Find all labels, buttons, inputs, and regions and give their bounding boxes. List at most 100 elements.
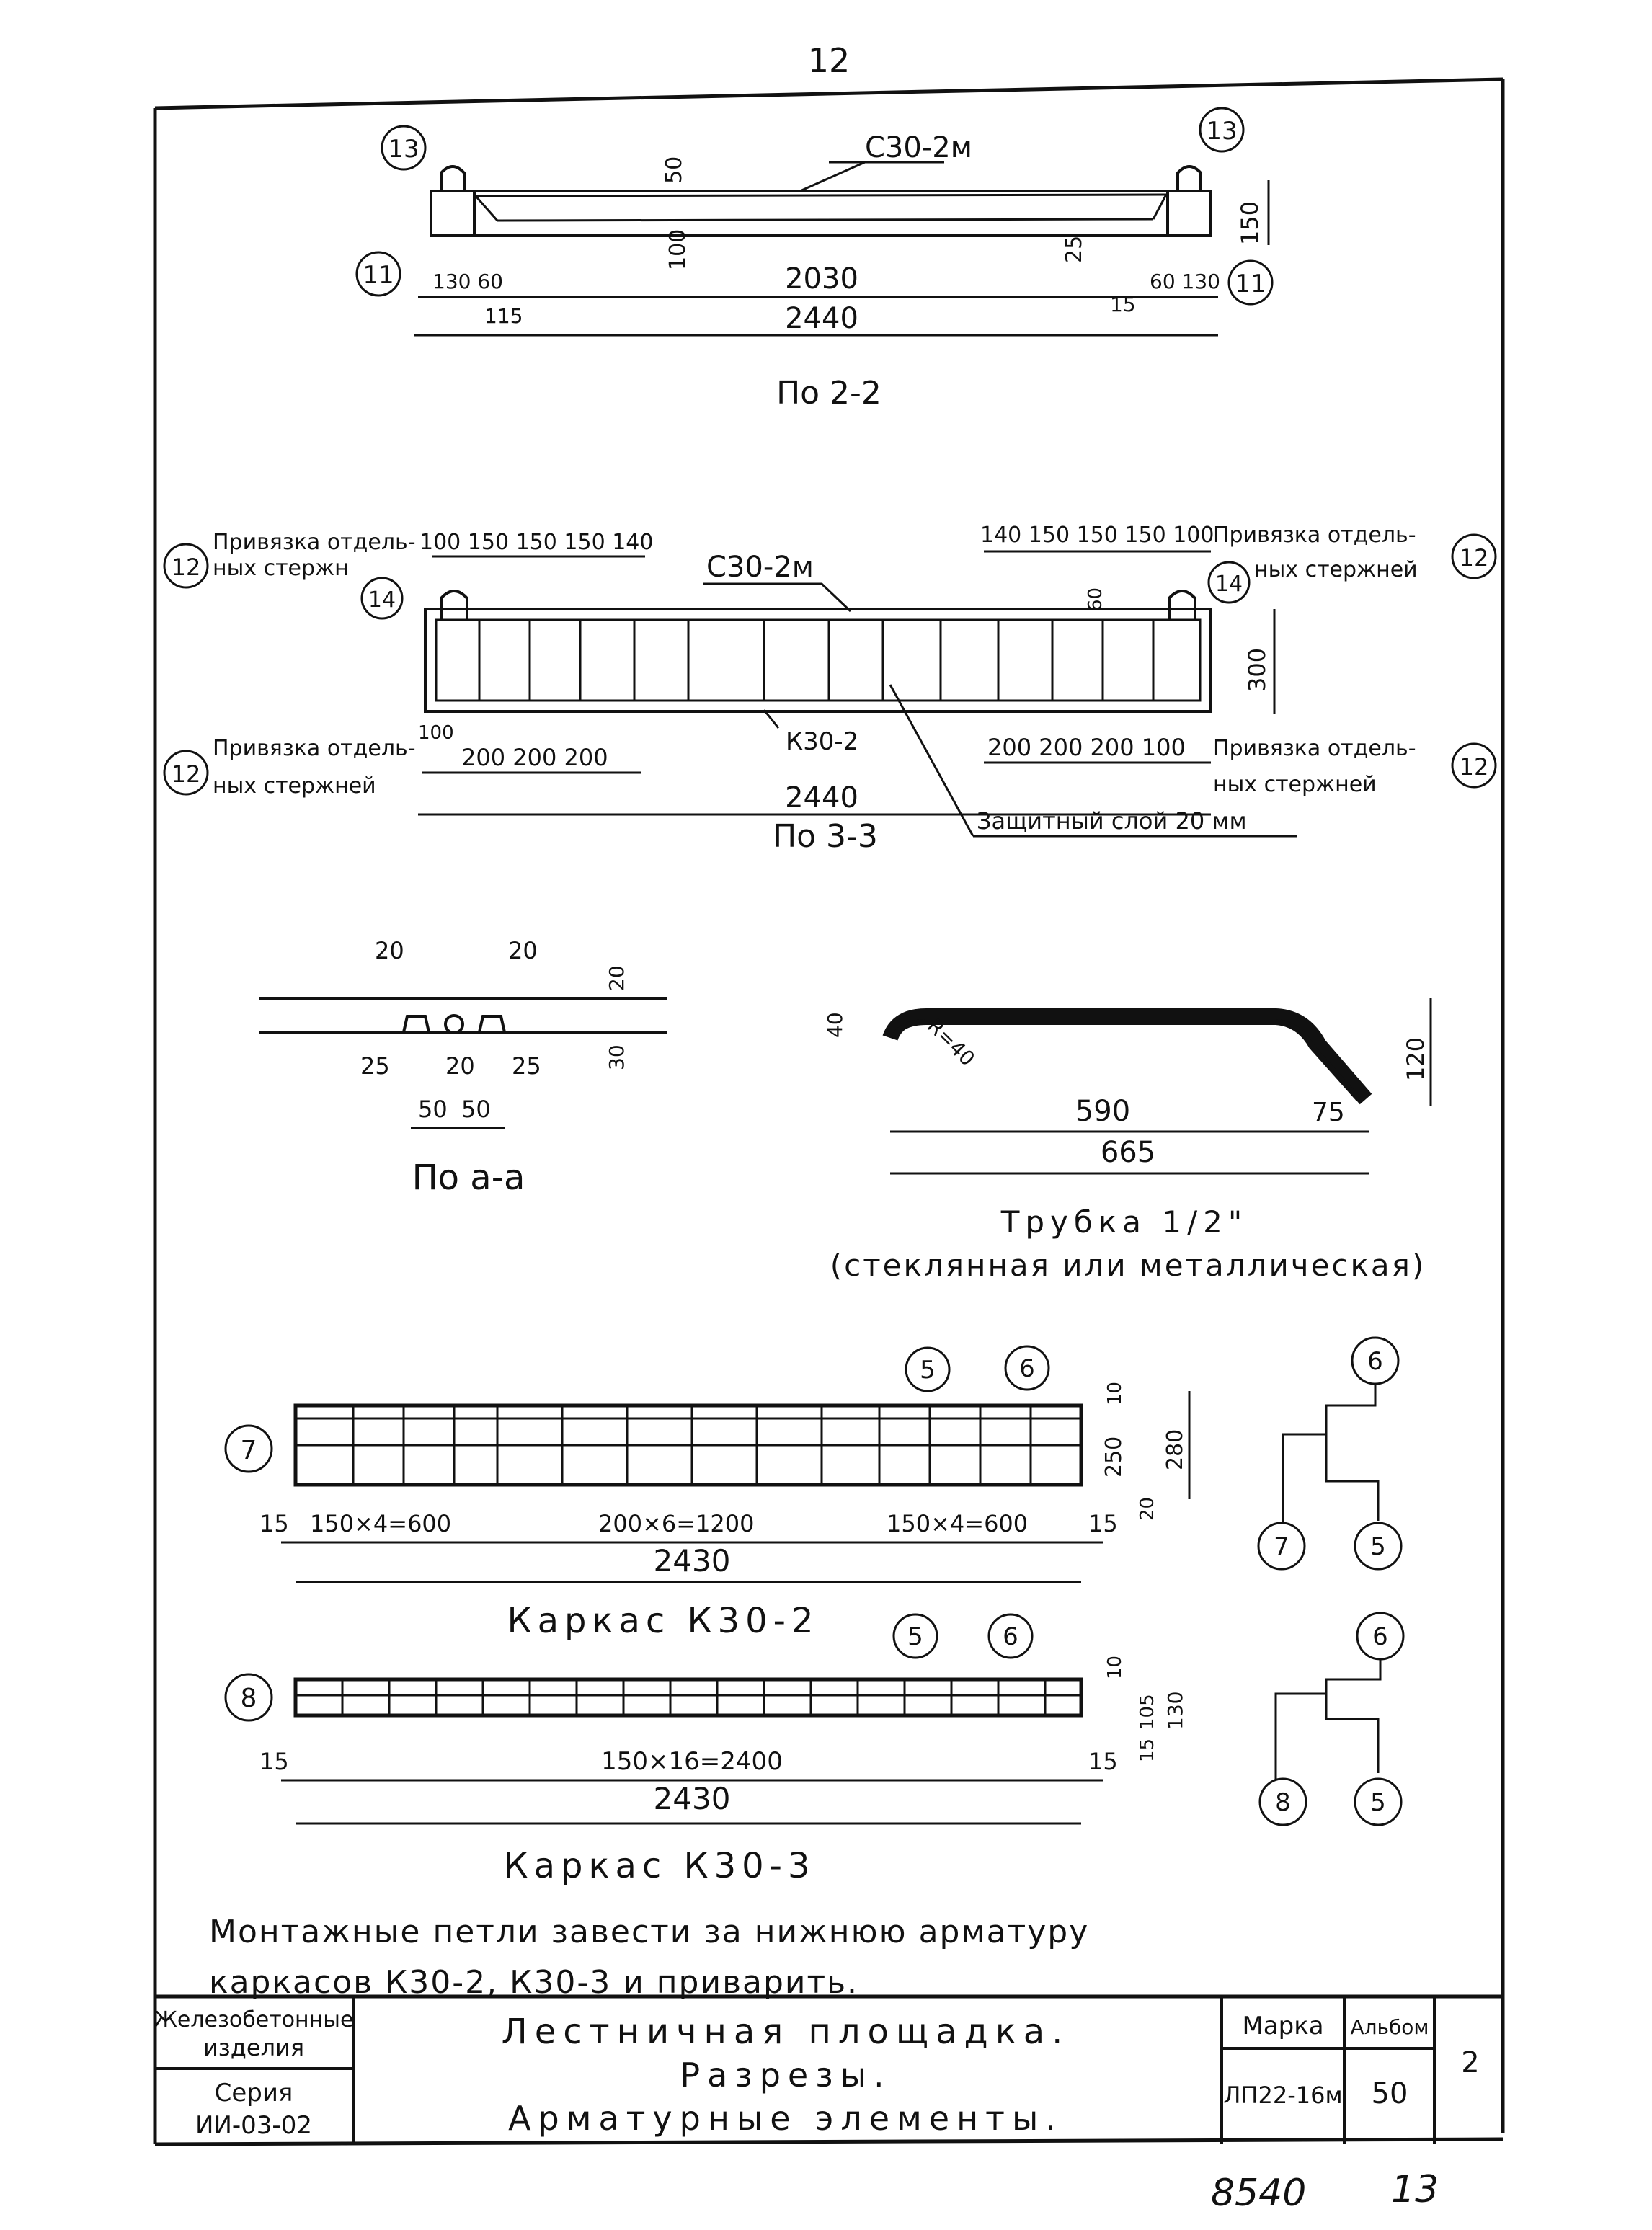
callout-12-tl — [163, 543, 209, 589]
node-callout-5-label: 5 — [1370, 1532, 1386, 1561]
callout-11-left — [355, 251, 401, 297]
callout-11-right — [1227, 259, 1274, 306]
dim-15-a: 15 — [259, 1748, 289, 1775]
dim-30-right: 30 — [605, 1044, 629, 1070]
dim-150: 150 — [1236, 201, 1264, 245]
dim-25-b: 25 — [512, 1052, 541, 1080]
binding-tr-line2: ных стержней — [1254, 557, 1418, 582]
bar-right — [478, 1015, 506, 1033]
dim-130: 130 — [1163, 1692, 1187, 1730]
cover-leader — [889, 684, 974, 837]
section-3-3-title: По 3-3 — [773, 818, 878, 855]
section-2-2-title: По 2-2 — [776, 375, 881, 412]
slab-outline — [430, 190, 1212, 237]
node-callout-5-label: 5 — [1370, 1788, 1386, 1817]
frame-mark-leader — [820, 582, 852, 613]
dim-250: 250 — [1101, 1436, 1127, 1478]
stirrups — [478, 620, 1155, 701]
dim-665: 665 — [1101, 1136, 1155, 1169]
right-loop — [1168, 590, 1196, 620]
node-callout-8-label: 8 — [1275, 1788, 1291, 1817]
callout-5-k303 — [892, 1613, 938, 1659]
dim-20: 20 — [1137, 1497, 1158, 1521]
tube-title-line2: (стеклянная или металлическая) — [830, 1248, 1426, 1283]
dim-60: 60 — [1085, 587, 1106, 611]
dim-15-b: 15 — [1088, 1748, 1118, 1775]
left-support-block — [430, 190, 476, 237]
bar-middle — [444, 1014, 464, 1034]
frame-k30-3-rungs — [341, 1679, 1047, 1715]
callout-6-k302 — [1004, 1345, 1050, 1391]
callout-12-bl-label: 12 — [172, 760, 201, 788]
callout-12-bl — [163, 750, 209, 796]
dim-105: 105 — [1137, 1694, 1158, 1730]
tb-title-line3: Арматурные элементы. — [508, 2099, 1063, 2138]
left-lifting-loop — [440, 165, 466, 191]
dim-20-a: 20 — [375, 937, 404, 964]
right-lifting-loop — [1176, 165, 1202, 191]
frame-k30-3-title: Каркас К30-3 — [503, 1846, 815, 1886]
bar-left — [402, 1015, 430, 1033]
tb-left-top-line2: изделия — [203, 2034, 304, 2061]
node-k303: 6 8 5 — [1258, 1612, 1405, 1826]
tb-bottom-line — [154, 2137, 1504, 2146]
callout-8-label: 8 — [241, 1684, 257, 1713]
binding-tl-line2: ных стержн — [213, 556, 349, 581]
dim-2440: 2440 — [785, 781, 858, 814]
node-sketch — [1282, 1384, 1380, 1524]
tube-inner — [891, 1019, 1361, 1101]
tb-album-value: 50 — [1372, 2077, 1408, 2110]
dim-100: 100 — [665, 229, 690, 270]
node-callout-5 — [1354, 1522, 1403, 1571]
section-a-a: 20 20 20 30 25 20 25 50 50 По а-а — [259, 937, 667, 1198]
node-callout-8 — [1258, 1777, 1307, 1826]
dim-seg: 150×16=2400 — [601, 1747, 783, 1776]
frame-top-border — [154, 77, 1504, 110]
right-bend — [1152, 194, 1168, 220]
dim-seg2: 200×6=1200 — [598, 1510, 755, 1537]
dim-130-60: 130 60 — [432, 270, 503, 293]
binding-bl-line2: ных стержней — [213, 773, 376, 799]
right-support-block — [1166, 190, 1212, 237]
callout-14-right — [1207, 561, 1251, 604]
dim-100-left: 100 — [418, 722, 454, 744]
callout-5-k302-label: 5 — [920, 1356, 936, 1385]
bottom-reinforcement — [497, 218, 1154, 222]
dims-top-left: 100 150 150 150 140 — [419, 530, 653, 555]
sheet-number: 12 — [808, 41, 851, 80]
frame2-leader — [763, 709, 780, 729]
dim-15-b: 15 — [1088, 1510, 1118, 1537]
dims-bottom-right: 200 200 200 100 — [987, 734, 1186, 761]
callout-13-right-label: 13 — [1206, 117, 1237, 146]
callout-8 — [224, 1673, 273, 1722]
frame-k30-3-outline — [293, 1677, 1083, 1718]
handwritten-number-left: 8540 — [1211, 2172, 1306, 2215]
dim-20-right: 20 — [605, 965, 629, 991]
callout-12-tl-label: 12 — [172, 554, 201, 581]
callout-7-label: 7 — [241, 1436, 257, 1465]
tube-detail: 40 R=40 120 590 75 665 Трубка 1/2" (стек… — [823, 998, 1432, 1283]
dim-total: 2430 — [654, 1781, 731, 1816]
node-k302: 6 7 5 — [1257, 1336, 1403, 1571]
callout-5-k302 — [905, 1346, 951, 1392]
node-callout-7 — [1257, 1522, 1306, 1571]
title-block: Железобетонные изделия Серия ИИ-03-02 Ле… — [154, 1994, 1504, 2146]
callout-7 — [224, 1424, 273, 1473]
dim-seg1: 150×4=600 — [310, 1510, 451, 1537]
dim-280: 280 — [1163, 1429, 1188, 1470]
left-bend — [474, 195, 499, 221]
tb-title-line1: Лестничная площадка. — [502, 2012, 1070, 2052]
dim-10: 10 — [1104, 1382, 1126, 1405]
dim-10: 10 — [1104, 1656, 1126, 1679]
node-callout-6-label: 6 — [1372, 1622, 1388, 1651]
top-reinforcement — [475, 193, 1167, 197]
callout-5-k303-label: 5 — [907, 1622, 923, 1651]
callout-14-left-label: 14 — [368, 587, 396, 613]
dim-590: 590 — [1075, 1095, 1130, 1128]
frame-mark-leader — [799, 161, 866, 192]
callout-12-tr-label: 12 — [1460, 544, 1489, 572]
binding-br-line2: ных стержней — [1213, 772, 1377, 797]
callout-6-k302-label: 6 — [1019, 1354, 1035, 1383]
dim-20-c: 20 — [445, 1052, 475, 1080]
